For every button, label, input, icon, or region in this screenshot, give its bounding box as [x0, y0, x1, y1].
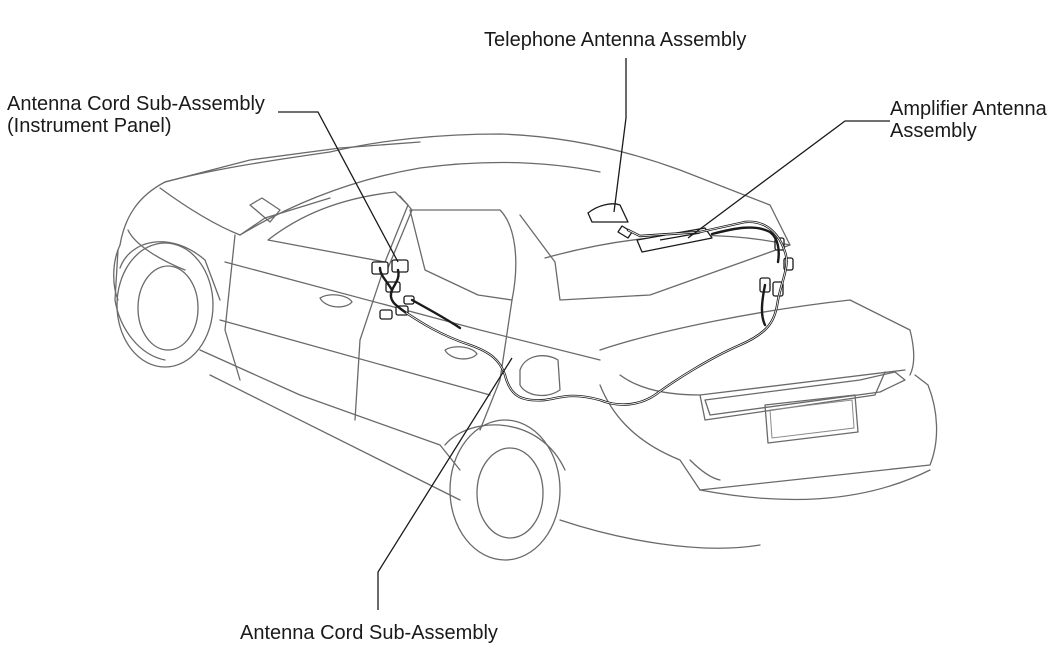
label-antenna-cord-sub-assembly: Antenna Cord Sub-Assembly [240, 622, 498, 644]
telephone-antenna-shark-fin [587, 203, 633, 239]
label-amplifier-antenna-assembly-line2: Assembly [890, 120, 977, 142]
label-antenna-cord-instrument-line2: (Instrument Panel) [7, 115, 172, 137]
label-antenna-cord-instrument-line1: Antenna Cord Sub-Assembly [7, 93, 265, 115]
car-body [113, 133, 938, 561]
label-amplifier-antenna-assembly-line1: Amplifier Antenna [890, 98, 1047, 120]
leader-lines [278, 58, 890, 610]
label-telephone-antenna-assembly: Telephone Antenna Assembly [484, 29, 747, 51]
antenna-cables [378, 220, 788, 406]
